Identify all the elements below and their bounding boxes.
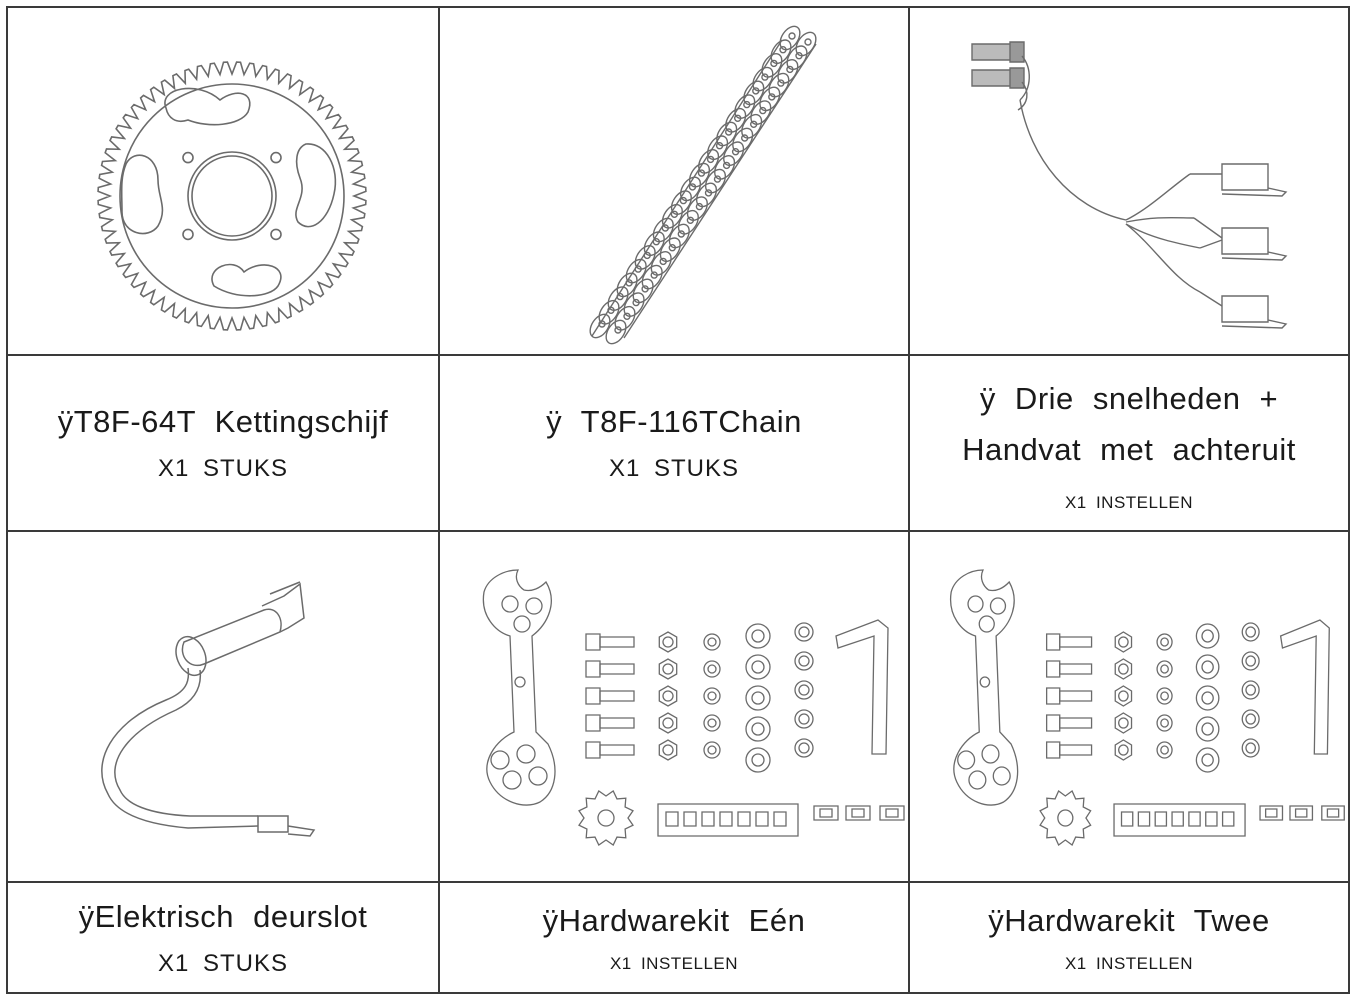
part-label-hardware-two: ÿHardwarekit Twee X1 INSTELLEN [910, 883, 1348, 992]
part-name: ÿ T8F-116TChain [546, 404, 802, 439]
chain-icon [440, 8, 908, 354]
hardware-kit-icon [910, 532, 1348, 881]
part-quantity: X1 STUKS [608, 455, 740, 482]
part-quantity: X1 INSTELLEN [609, 953, 739, 973]
part-quantity: X1 INSTELLEN [1064, 493, 1194, 512]
grid-divider [8, 881, 1348, 883]
parts-grid: ÿT8F-64T Kettingschijf X1 STUKS ÿ T8F-11… [6, 6, 1350, 994]
throttle-harness-icon [910, 8, 1348, 354]
part-quantity: X1 STUKS [157, 455, 289, 482]
image-cell-chain [440, 8, 908, 354]
sprocket-icon [8, 8, 438, 354]
grid-divider [908, 8, 910, 992]
part-name: ÿElektrisch deurslot [78, 898, 368, 934]
part-name: ÿHardwarekit Twee [988, 902, 1270, 938]
electric-lock-icon [8, 532, 438, 881]
hardware-kit-icon [440, 532, 908, 881]
part-name: ÿT8F-64T Kettingschijf [57, 404, 389, 439]
part-label-throttle: ÿ Drie snelheden + Handvat met achteruit… [910, 356, 1348, 530]
grid-divider [8, 530, 1348, 532]
part-label-sprocket: ÿT8F-64T Kettingschijf X1 STUKS [8, 356, 438, 530]
part-label-hardware-one: ÿHardwarekit Eén X1 INSTELLEN [440, 883, 908, 992]
image-cell-sprocket [8, 8, 438, 354]
part-quantity: X1 INSTELLEN [1064, 953, 1194, 973]
part-name: ÿHardwarekit Eén [542, 902, 806, 938]
image-cell-hardware-one [440, 532, 908, 881]
part-quantity: X1 STUKS [157, 949, 289, 977]
part-label-lock: ÿElektrisch deurslot X1 STUKS [8, 883, 438, 992]
grid-divider [8, 354, 1348, 356]
part-label-chain: ÿ T8F-116TChain X1 STUKS [440, 356, 908, 530]
image-cell-hardware-two [910, 532, 1348, 881]
grid-divider [438, 8, 440, 992]
part-name: ÿ Drie snelheden + Handvat met achteruit [962, 381, 1296, 467]
image-cell-lock [8, 532, 438, 881]
image-cell-throttle [910, 8, 1348, 354]
